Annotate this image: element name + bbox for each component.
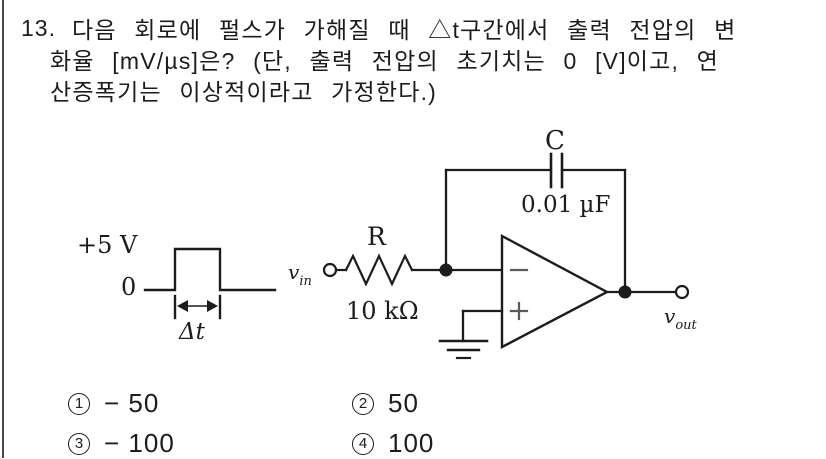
pulse-high-label: +5 V: [77, 231, 138, 259]
question-text: 다음 회로에 펄스가 가해질 때 △t구간에서 출력 전압의 변 화율 [mV/…: [50, 15, 810, 108]
pulse-zero-label: 0: [121, 273, 136, 301]
dimension-arrowhead-left: [177, 300, 188, 312]
capacitor-value-label: 0.01 µF: [521, 192, 610, 218]
vin-terminal-circle: [322, 262, 338, 278]
choice-1-circle-number: 1: [68, 392, 90, 415]
resistor-name-label: R: [367, 222, 387, 251]
output-junction-dot: [618, 285, 632, 299]
input-junction-dot: [439, 263, 453, 277]
choice-2-circle-number: 2: [352, 392, 374, 415]
question-line-3: 산증폭기는 이상적이라고 가정한다.): [50, 79, 438, 105]
resistor-value-label: 10 kΩ: [346, 297, 419, 325]
resistor-zigzag: [344, 253, 414, 287]
page-left-border: [2, 0, 4, 458]
choice-3: 3 − 100: [68, 428, 175, 459]
pulse-trace: [143, 247, 277, 292]
input-terminal: vin: [288, 260, 338, 289]
pulse-width-label: Δt: [178, 319, 206, 345]
question-line-1: 다음 회로에 펄스가 가해질 때 △t구간에서 출력 전압의 변: [72, 17, 737, 43]
choice-4-value: 100: [388, 428, 435, 458]
choice-3-circle-number: 3: [68, 432, 90, 455]
vout-label: vout: [664, 304, 698, 333]
choice-2-value: 50: [388, 388, 419, 418]
vin-label: vin: [288, 260, 312, 289]
question-line-2: 화율 [mV/µs]은? (단, 출력 전압의 초기치는 0 [V]이고, 연: [50, 48, 720, 74]
question-number: 13.: [21, 15, 56, 41]
opamp: [438, 234, 610, 360]
output-section: vout: [439, 263, 698, 333]
resistor: R 10 kΩ: [334, 222, 448, 325]
pulse-waveform: +5 V 0 Δt: [77, 231, 277, 345]
feedback-branch: C 0.01 µF: [444, 126, 627, 294]
vout-terminal-circle: [674, 284, 690, 300]
choice-3-value: − 100: [104, 428, 175, 458]
choice-1: 1 − 50: [68, 388, 159, 419]
choice-1-value: − 50: [104, 388, 160, 418]
choice-4: 4 100: [352, 428, 434, 459]
ground-symbol: [438, 339, 489, 360]
capacitor-name-label: C: [545, 126, 565, 156]
choice-2: 2 50: [352, 388, 419, 419]
dimension-arrowhead-right: [207, 300, 218, 312]
opamp-triangle: [500, 234, 610, 349]
choice-4-circle-number: 4: [352, 432, 374, 455]
